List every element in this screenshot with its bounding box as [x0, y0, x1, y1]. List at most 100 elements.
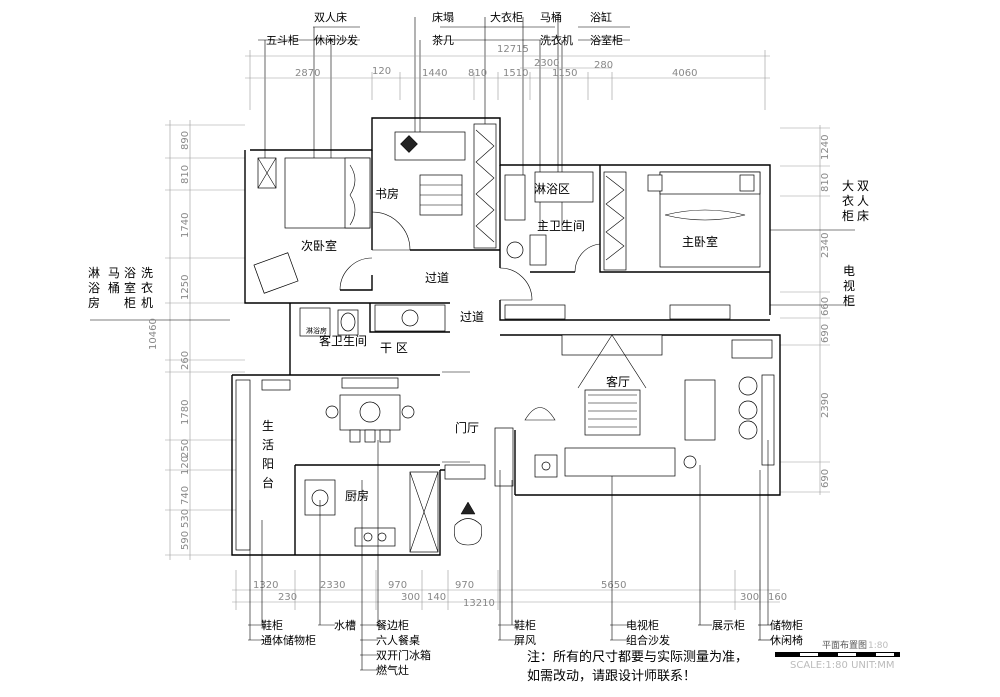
scale-text: SCALE:1:80 UNIT:MM: [790, 660, 894, 671]
label-chuangta: 床塌: [432, 10, 454, 24]
vertical-char: 衣: [141, 280, 153, 295]
left-vertical-labels: 淋浴房 马桶 浴室柜 洗衣机: [88, 266, 153, 310]
room-linyuqu: 淋浴区: [534, 182, 570, 196]
left-dimensions: 10460 890 810 1740 1250 260 1780 250 120…: [90, 120, 245, 560]
label-shuangrenchuang: 双人床: [314, 10, 347, 24]
label-chuwugui: 储物柜: [770, 618, 803, 632]
vertical-char: 洗: [141, 266, 153, 280]
label-shuicao: 水槽: [334, 619, 356, 632]
room-chufang: 厨房: [345, 488, 369, 503]
bottom-furniture-labels: 鞋柜 通体储物柜 水槽 餐边柜 六人餐桌 双开门冰箱 燃气灶 鞋柜 屏风 电视柜…: [248, 440, 803, 677]
room-zhuweishengjian: 主卫生间: [537, 219, 585, 233]
label-ranqizao: 燃气灶: [376, 663, 409, 677]
label-xiuxianshafa: 休闲沙发: [314, 33, 358, 47]
label-xiegui-1: 鞋柜: [261, 618, 283, 632]
label-pingfeng: 屏风: [514, 634, 536, 647]
dim-top-5: 1150: [552, 68, 577, 79]
dim-left-total: 10460: [148, 318, 159, 350]
vertical-char: 人: [857, 194, 869, 208]
vertical-char: 双: [857, 179, 869, 193]
vertical-char: 淋: [88, 266, 100, 280]
label-yushigui: 浴室柜: [590, 33, 623, 47]
dim-right-3: 660: [820, 297, 831, 316]
dim-top-4: 1510: [503, 68, 528, 79]
label-canbiangui: 餐边柜: [376, 618, 409, 632]
label-shuangrenchuang-vertical: 双人床: [857, 179, 869, 223]
dim-left-10: 590: [180, 531, 191, 550]
label-wudougui: 五斗柜: [266, 34, 299, 47]
label-chaji: 茶几: [432, 34, 454, 47]
dim-right-1: 810: [820, 173, 831, 192]
balcony-char: 活: [262, 438, 274, 452]
dim-left-4: 260: [180, 351, 191, 370]
label-yushigui-vertical: 浴室柜: [124, 266, 136, 310]
dim-top-0: 2870: [295, 68, 320, 79]
scale-title: 平面布置图: [822, 639, 867, 651]
vertical-char: 马: [108, 266, 120, 280]
dim-right-5: 2390: [820, 393, 831, 418]
room-guodao-2: 过道: [460, 310, 484, 324]
dim-bottom-5: 230: [278, 592, 297, 603]
vertical-char: 柜: [842, 209, 854, 223]
label-dianshigui-vertical: 电视柜: [843, 264, 855, 308]
right-vertical-labels: 大衣柜 双人床 电视柜: [842, 179, 869, 308]
vertical-char: 桶: [108, 280, 120, 295]
room-keting: 客厅: [606, 374, 630, 389]
room-zhuwoshi: 主卧室: [682, 234, 718, 249]
bottom-dimensions: 1320 2330 970 970 5650 230 300 140 300 1…: [232, 570, 787, 610]
vertical-char: 机: [141, 296, 153, 310]
room-menting: 门厅: [455, 420, 479, 435]
dim-bottom-9: 160: [768, 592, 787, 603]
right-dimensions: 1240 810 2340 660 690 2390 690: [770, 125, 855, 495]
dim-top-mid: 2300: [534, 58, 559, 69]
dim-left-5: 1780: [180, 400, 191, 425]
note-line-2: 如需改动，请跟设计师联系！: [527, 668, 696, 684]
scale-title-ratio: 1:80: [868, 641, 888, 651]
label-xiuxianyi: 休闲椅: [770, 633, 803, 647]
dim-bottom-1: 2330: [320, 580, 345, 591]
dim-top-total: 12715: [497, 44, 529, 55]
vertical-char: 大: [842, 179, 854, 193]
dim-left-3: 1250: [180, 275, 191, 300]
dim-bottom-4: 5650: [601, 580, 626, 591]
label-dayigui-vertical: 大衣柜: [842, 179, 854, 223]
label-zhanshigui: 展示柜: [712, 619, 745, 632]
dim-left-1: 810: [180, 165, 191, 184]
doors: [339, 211, 601, 301]
dim-bottom-6: 300: [401, 592, 420, 603]
dim-right-6: 690: [820, 469, 831, 488]
dim-top-1: 120: [372, 66, 391, 77]
dim-bottom-7: 140: [427, 592, 446, 603]
dim-top-3: 810: [468, 68, 487, 79]
label-dianshigui: 电视柜: [626, 618, 659, 632]
dim-right-2: 2340: [820, 233, 831, 258]
dim-left-0: 890: [180, 131, 191, 150]
dim-bottom-2: 970: [388, 580, 407, 591]
room-keweishengjian: 客卫生间: [319, 333, 367, 348]
label-zuheshafa: 组合沙发: [626, 633, 670, 647]
room-shufang: 书房: [375, 186, 399, 201]
vertical-char: 浴: [124, 266, 136, 280]
dim-left-6: 250: [180, 439, 191, 458]
dim-right-4: 690: [820, 324, 831, 343]
label-linyufang-vertical: 淋浴房: [88, 266, 100, 310]
vertical-char: 电: [843, 264, 855, 278]
dim-bottom-8: 300: [740, 592, 759, 603]
vertical-char: 柜: [843, 294, 855, 308]
dim-left-2: 1740: [180, 213, 191, 238]
label-shuangkaimenbingxiang: 双开门冰箱: [376, 648, 431, 662]
dim-top-2: 1440: [422, 68, 447, 79]
label-tongtichuwugui: 通体储物柜: [261, 633, 316, 647]
vertical-char: 视: [843, 278, 855, 293]
label-liurencanzhuo: 六人餐桌: [376, 633, 420, 647]
dim-left-9: 530: [180, 509, 191, 528]
walls: [231, 117, 781, 556]
design-note: 注：所有的尺寸都要与实际测量为准， 如需改动，请跟设计师联系！: [527, 649, 748, 684]
label-xiegui-2: 鞋柜: [514, 618, 536, 632]
vertical-char: 柜: [124, 296, 136, 310]
scale-block: 平面布置图 1:80 SCALE:1:80 UNIT:MM: [775, 639, 900, 671]
vertical-char: 衣: [842, 193, 854, 208]
vertical-char: 房: [88, 295, 100, 310]
dim-bottom-3: 970: [455, 580, 474, 591]
